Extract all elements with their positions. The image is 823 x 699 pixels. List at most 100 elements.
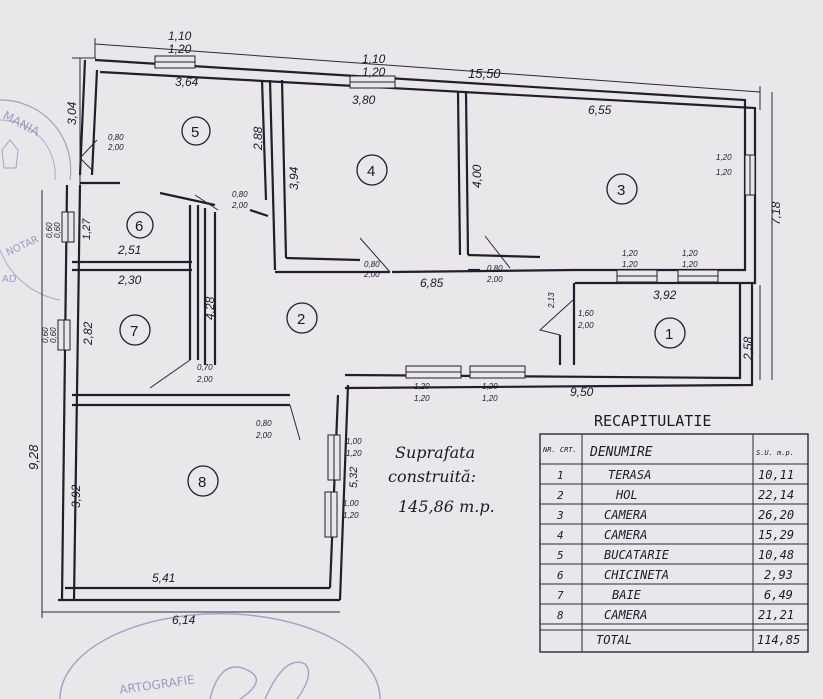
built-area-note: Suprafata construită: 145,86 m.p. <box>388 443 495 516</box>
row-name: BUCATARIE <box>604 548 670 562</box>
row-nr: 7 <box>557 589 564 602</box>
door5-a: 0,80 <box>108 133 124 142</box>
table-header-area: S.U. m.p. <box>756 449 794 457</box>
room-number-8: 8 <box>198 474 206 491</box>
dim-room7-height: 2,82 <box>81 321 95 346</box>
dim-win3-b: 1,20 <box>716 168 732 177</box>
built-area-line3: 145,86 m.p. <box>398 497 495 516</box>
built-area-line2: construită: <box>388 467 476 486</box>
dim-room4-height: 3,94 <box>287 166 301 190</box>
win8-b: 1,20 <box>346 449 362 458</box>
row-area: 15,29 <box>758 528 794 542</box>
dim-top-window-b: 1,20 <box>168 42 192 56</box>
row-area: 26,20 <box>758 508 794 522</box>
room-number-1: 1 <box>665 326 673 343</box>
win1-a: 1,20 <box>414 382 430 391</box>
dim-room4-win-b: 1,20 <box>362 65 386 79</box>
room-number-2: 2 <box>297 311 305 328</box>
dim-room4-win-a: 1,10 <box>362 52 386 66</box>
door6-a: 0,80 <box>232 190 248 199</box>
room-number-6: 6 <box>135 218 143 235</box>
table-header-nr: NR. CRT. <box>542 446 577 454</box>
dim-total-8: 6,14 <box>172 613 196 627</box>
win8-c: 1,00 <box>343 499 359 508</box>
dim-2-88: 2,88 <box>251 126 265 151</box>
dim-5-32: 5,32 <box>348 467 360 488</box>
row-nr: 6 <box>557 569 564 582</box>
win7-b: 0,60 <box>49 327 58 343</box>
row-area: 10,11 <box>758 468 794 482</box>
win7-a: 0,60 <box>41 327 50 343</box>
win1-d: 1,20 <box>482 394 498 403</box>
room-number-3: 3 <box>617 182 625 199</box>
row-name: CAMERA <box>604 608 647 622</box>
row-name: CAMERA <box>604 528 647 542</box>
dim-top-window: 1,10 <box>168 29 192 43</box>
row-name: CHICINETA <box>604 568 669 582</box>
row-nr: 5 <box>557 549 564 562</box>
win8-d: 1,20 <box>343 511 359 520</box>
total-label: TOTAL <box>596 633 632 647</box>
dim-4-28: 4,28 <box>203 296 217 320</box>
dim-win3-a: 1,20 <box>716 153 732 162</box>
row-area: 22,14 <box>758 488 794 502</box>
door6-b: 2,00 <box>231 201 248 210</box>
dim-room1-width: 3,92 <box>653 288 677 302</box>
dim-room8-height: 3,92 <box>69 484 83 508</box>
room-number-7: 7 <box>130 323 138 340</box>
row-nr: 8 <box>557 609 564 622</box>
row-area: 21,21 <box>758 608 794 622</box>
door3-b: 2,00 <box>486 275 503 284</box>
dimension-lines <box>41 38 773 618</box>
row-area: 2,93 <box>764 568 793 582</box>
dim-room3-height: 4,00 <box>470 164 484 188</box>
door7-a: 0,70 <box>197 363 213 372</box>
windows <box>57 55 756 538</box>
row-area: 6,49 <box>764 588 793 602</box>
row-name: TERASA <box>608 468 651 482</box>
dim-room4-width: 3,80 <box>352 93 376 107</box>
row-area: 10,48 <box>758 548 794 562</box>
door3-a: 0,80 <box>487 264 503 273</box>
built-area-line1: Suprafata <box>395 443 475 462</box>
win6-a: 0,60 <box>45 222 54 238</box>
dim-total-width: 15,50 <box>468 66 501 81</box>
stamp-text-d: AD <box>2 274 17 285</box>
dim-room5-width: 3,64 <box>175 75 199 89</box>
door4-b: 2,00 <box>363 270 380 279</box>
win1-c: 1,20 <box>482 382 498 391</box>
dim-room3-width: 6,55 <box>588 103 612 117</box>
table-header-name: DENUMIRE <box>589 445 653 460</box>
dim-room6-height: 1,27 <box>81 218 93 240</box>
summary-table: RECAPITULATIE NR. CRT. DENUMIRE S.U. m.p… <box>539 412 809 653</box>
dim-2-13: 2,13 <box>547 292 556 309</box>
dim-room7-width: 2,30 <box>117 273 142 287</box>
row-nr: 3 <box>556 509 564 522</box>
door1-a: 1,60 <box>578 309 594 318</box>
row-nr: 1 <box>557 469 564 482</box>
door7-b: 2,00 <box>196 375 213 384</box>
room-numbers: 5 4 3 6 2 7 1 8 <box>119 116 686 497</box>
dim-9-50: 9,50 <box>570 385 594 399</box>
win-t1-b: 1,20 <box>622 260 638 269</box>
row-nr: 2 <box>557 489 564 502</box>
win-t2-b: 1,20 <box>682 260 698 269</box>
door8-a: 0,80 <box>256 419 272 428</box>
win-t2-a: 1,20 <box>682 249 698 258</box>
win8-a: 1,00 <box>346 437 362 446</box>
room-number-4: 4 <box>367 163 375 180</box>
dim-room6-width: 2,51 <box>117 243 141 257</box>
dim-right-7-18: 7,18 <box>769 201 783 225</box>
door5-b: 2,00 <box>107 143 124 152</box>
row-name: HOL <box>615 488 638 502</box>
door4-a: 0,80 <box>364 260 380 269</box>
door8-b: 2,00 <box>255 431 272 440</box>
row-name: CAMERA <box>604 508 647 522</box>
dim-room8-width: 5,41 <box>152 571 175 585</box>
total-area: 114,85 <box>757 633 800 647</box>
door-swings <box>79 139 574 441</box>
dimension-labels: 1,10 1,20 15,50 3,64 1,10 1,20 3,80 6,55… <box>26 29 783 627</box>
row-name: BAIE <box>612 588 642 602</box>
win6-b: 0,60 <box>53 222 62 238</box>
